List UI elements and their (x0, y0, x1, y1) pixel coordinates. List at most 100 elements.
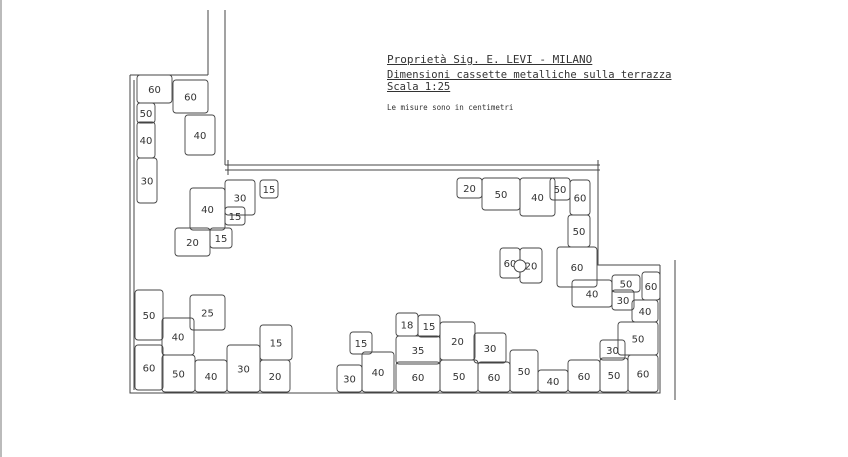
planter-height-label: 15 (229, 212, 242, 223)
planter-height-label: 15 (215, 234, 228, 245)
planter-height-label: 40 (372, 368, 385, 379)
planter-box: 50 (549, 177, 571, 201)
planter-height-label: 50 (554, 185, 567, 196)
planter-box: 60 (395, 361, 441, 393)
planter-box: 15 (259, 179, 279, 199)
planter-height-label: 60 (184, 93, 197, 104)
planter-height-label: 60 (143, 364, 156, 375)
planter-height-label: 60 (504, 259, 517, 270)
planter-box: 20 (174, 227, 211, 257)
planter-height-label: 40 (201, 205, 214, 216)
page-edge (0, 0, 2, 457)
planter-height-label: 40 (140, 136, 153, 147)
planter-height-label: 15 (355, 339, 368, 350)
planter-box: 40 (571, 279, 613, 308)
planter-box: 60 (172, 79, 209, 114)
planter-box: 40 (361, 351, 395, 393)
planter-height-label: 35 (412, 346, 425, 357)
planter-box: 50 (136, 102, 156, 124)
planter-height-label: 60 (645, 282, 658, 293)
wall-line (129, 75, 661, 394)
planter-height-label: 15 (263, 185, 276, 196)
planter-box: 30 (136, 157, 158, 204)
planter-box: 50 (567, 214, 591, 248)
planter-height-label: 20 (463, 184, 476, 195)
planter-box: 35 (395, 335, 441, 365)
planter-box: 60 (569, 179, 591, 216)
subject-title: Dimensioni cassette metalliche sulla ter… (387, 69, 672, 81)
planter-height-label: 20 (451, 337, 464, 348)
planter-box: 30 (611, 289, 635, 311)
planter-box: 15 (417, 314, 441, 338)
planter-box: 18 (395, 312, 419, 337)
planter-box: 15 (209, 227, 233, 249)
planter-box: 20 (259, 359, 291, 393)
planter-box: 60 (134, 344, 164, 391)
planter-height-label: 40 (531, 193, 544, 204)
planter-box: 40 (519, 177, 556, 217)
planter-box: 40 (184, 114, 216, 156)
planter-height-label: 50 (495, 190, 508, 201)
planter-box: 15 (224, 206, 246, 226)
planter-box: 40 (161, 317, 195, 356)
planter-height-label: 20 (186, 238, 199, 249)
planter-height-label: 15 (270, 339, 283, 350)
planter-height-label: 60 (488, 373, 501, 384)
planter-box: 20 (456, 177, 483, 199)
planter-box: 40 (537, 369, 569, 393)
planter-box: 30 (224, 179, 256, 216)
planter-height-label: 50 (608, 371, 621, 382)
planter-height-label: 30 (237, 365, 250, 376)
planter-height-label: 50 (518, 367, 531, 378)
planter-height-label: 40 (586, 290, 599, 301)
planter-height-label: 60 (574, 194, 587, 205)
planter-height-label: 30 (234, 194, 247, 205)
planter-box: 50 (439, 359, 479, 393)
planter-box: 30 (599, 339, 626, 361)
planter-box: 20 (439, 321, 476, 361)
planter-height-label: 60 (412, 373, 425, 384)
planter-box: 60 (627, 354, 659, 393)
planter-height-label: 60 (571, 263, 584, 274)
planter-box: 50 (599, 357, 629, 393)
planter-box: 60 (567, 359, 601, 393)
planter-box: 60 (477, 361, 511, 393)
planter-height-label: 40 (639, 307, 652, 318)
planter-box: 40 (194, 359, 228, 393)
planter-height-label: 40 (194, 131, 207, 142)
planter-height-label: 50 (453, 372, 466, 383)
planter-box: 15 (259, 324, 293, 361)
planter-box: 15 (349, 331, 373, 355)
planter-height-label: 60 (637, 370, 650, 381)
planter-box: 60 (136, 74, 173, 104)
planter-height-label: 15 (423, 322, 436, 333)
planter-box: 50 (611, 274, 641, 293)
owner-title: Proprietà Sig. E. LEVI - MILANO (387, 53, 593, 66)
planter-box: 50 (509, 349, 539, 393)
planter-height-label: 30 (343, 375, 356, 386)
planter-height-label: 50 (632, 335, 645, 346)
planter-box: 40 (189, 187, 226, 231)
planter-box: 50 (617, 321, 659, 356)
planter-height-label: 30 (141, 177, 154, 188)
planter-height-label: 20 (525, 262, 538, 273)
planter-box: 60 (641, 271, 661, 301)
planter-box: 30 (473, 332, 507, 364)
planter-box: 30 (336, 364, 363, 393)
planter-height-label: 60 (148, 85, 161, 96)
planter-height-label: 30 (484, 344, 497, 355)
scale-label: Scala 1:25 (387, 81, 451, 93)
planter-height-label: 40 (172, 333, 185, 344)
planter-height-label: 20 (269, 372, 282, 383)
planter-box: 40 (136, 121, 156, 159)
planter-height-label: 30 (617, 296, 630, 307)
planter-height-label: 40 (547, 377, 560, 388)
planter-box: 50 (134, 289, 164, 341)
planter-height-label: 50 (573, 227, 586, 238)
planter-box: 60 (556, 246, 598, 288)
wall-line (597, 160, 660, 266)
planter-height-label: 25 (201, 309, 214, 320)
planter-height-label: 50 (172, 370, 185, 381)
planter-height-label: 50 (143, 311, 156, 322)
